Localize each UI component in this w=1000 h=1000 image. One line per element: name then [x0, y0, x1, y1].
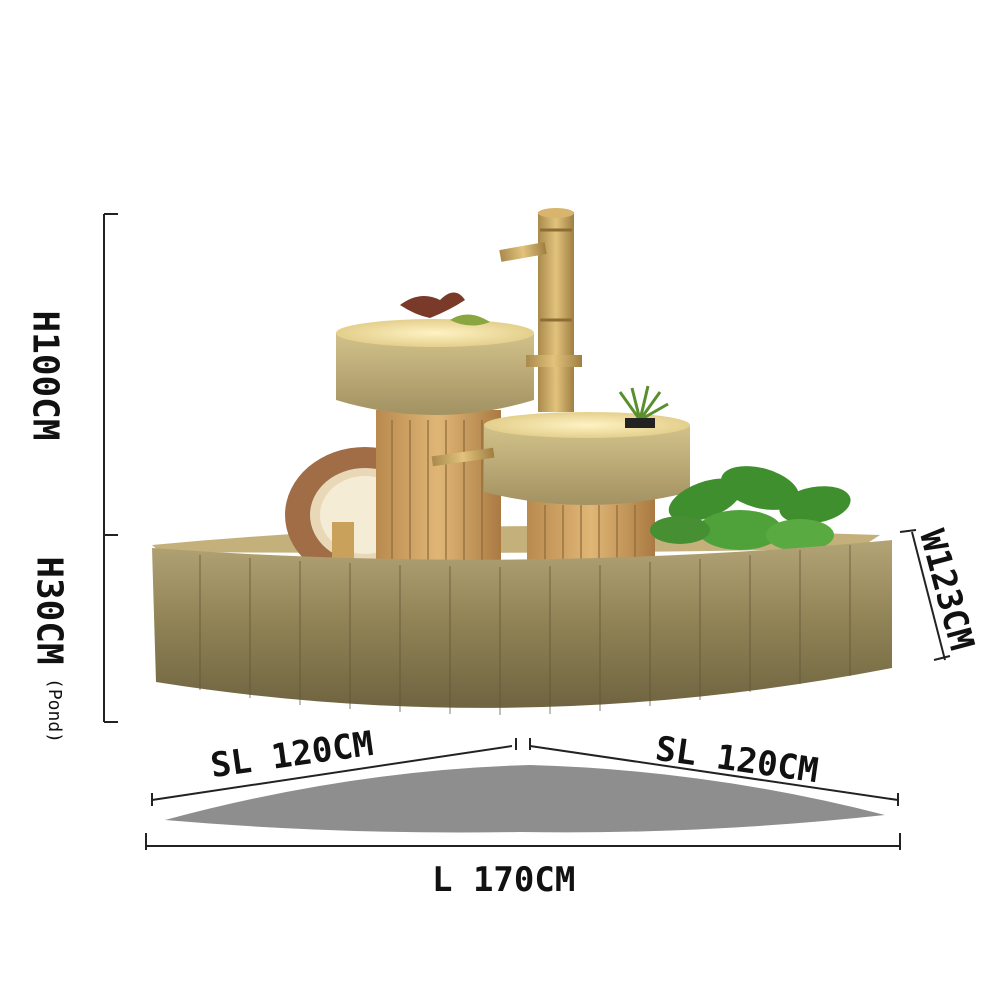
stone-basin [152, 540, 892, 715]
height-pond-label: H30CM [28, 556, 70, 665]
upper-plants [400, 292, 490, 326]
pond-note-label: (Pond) [44, 677, 66, 744]
length-label: L 170CM [432, 860, 576, 900]
lower-stone-bowl [431, 412, 690, 505]
bamboo-spout [499, 208, 582, 412]
upper-stone-bowl [336, 319, 534, 415]
grass-plant [618, 385, 669, 428]
leafy-plant [650, 466, 851, 551]
back-column [376, 410, 501, 565]
floor-shadow [165, 765, 885, 833]
dimension-lines [103, 213, 951, 850]
height-total-label: H100CM [24, 310, 66, 441]
front-column [527, 495, 655, 565]
